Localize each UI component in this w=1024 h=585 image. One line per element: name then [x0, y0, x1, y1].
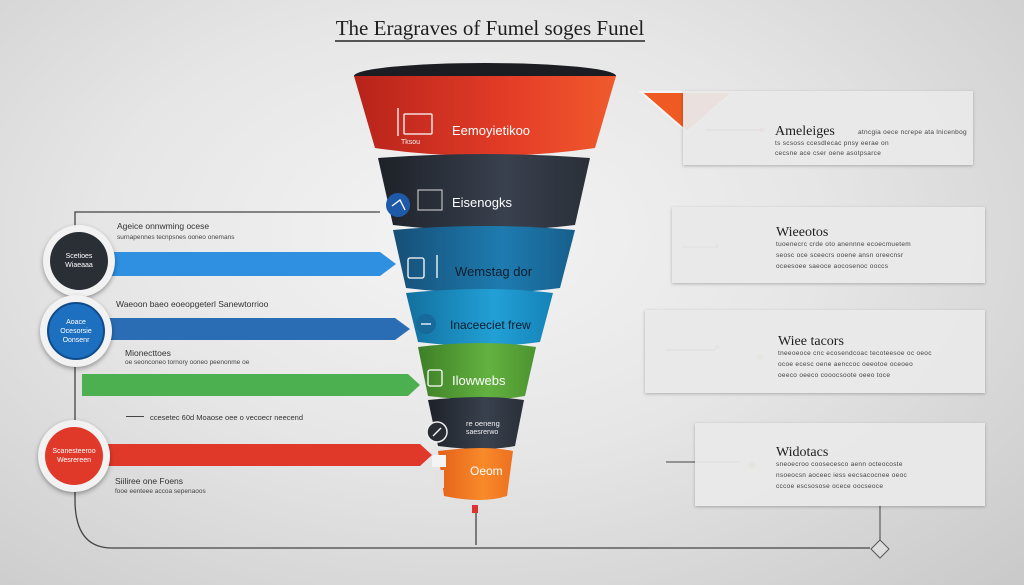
page-title: The Eragraves of Fumel soges Funel — [335, 16, 645, 40]
stage-3-icon — [407, 255, 438, 279]
stage-1-sublabel: Tksou — [401, 139, 421, 146]
panel-2-line: tuoenecrc crde oto anennne ecoecmuetem — [776, 241, 911, 248]
funnel-stage-7 — [438, 448, 513, 500]
panel-4-line: cccoe escsosose ocece oocseoce — [776, 483, 884, 490]
title-underline — [335, 40, 645, 42]
left-item-4-heading: ccesetec 60d Moaose oee o vecoecr neecen… — [150, 413, 304, 422]
bottom-connector-line — [74, 499, 870, 549]
left-arrow-blue-dark — [90, 318, 410, 340]
panel-1-line: atncgia oece ncrepe ata lnicenbog — [858, 129, 967, 136]
left-item-1-sub: surnapennes tecnpsnes ooneo onemans — [117, 234, 235, 241]
panel-1-line: ts scsoss ccesdlecac pnsy eerae on — [775, 140, 889, 147]
stage-4-icon — [416, 314, 436, 334]
funnel-stage-4 — [406, 289, 553, 346]
left-arrow-red — [90, 444, 432, 466]
stage-7-icon — [432, 455, 446, 488]
stage-7-label: Oeom — [470, 464, 503, 478]
left-arrow-green — [82, 374, 420, 396]
stage-5-icon — [427, 369, 443, 387]
left-arrow-blue-light — [90, 252, 396, 276]
funnel-stage-6 — [428, 397, 524, 449]
badge-1: Scetioes Wiaeaaa — [43, 225, 115, 297]
badge-3-inner: Scanesteeroo Wesrereen — [45, 427, 103, 485]
info-panel-4: Widotacs sneoecroo coosecesco aenn octeo… — [695, 423, 985, 506]
badge-3: Scanesteeroo Wesrereen — [38, 420, 110, 492]
stage-2-label: Eisenogks — [452, 195, 512, 210]
stage-4-label: Inaceeciet frew — [450, 318, 531, 332]
panel-4-line: nsoeocsn aoceec iess eecsacocnee oeoc — [776, 472, 908, 479]
stage-1-label: Eemoyietikoo — [452, 123, 531, 138]
diamond-marker — [870, 539, 890, 559]
info-panel-3: Wiee tacors tneeoeoce cnc ecosendcoac te… — [645, 310, 985, 393]
info-panel-2: Wieeotos tuoenecrc crde oto anennne ecoe… — [672, 207, 985, 283]
left-connector-line — [74, 211, 380, 500]
badge-2: Aoace Ocesorsie Oonsenr — [40, 295, 112, 367]
badge-1-inner: Scetioes Wiaeaaa — [50, 232, 108, 290]
badge-3-text: Scanesteeroo Wesrereen — [52, 448, 96, 464]
panel-1-line: cecsne ace cser oene asotpsarce — [775, 150, 882, 157]
funnel-stage-1 — [354, 76, 616, 156]
panel-4-title: Widotacs — [776, 445, 829, 460]
panel-1-title: Ameleiges — [775, 124, 835, 139]
left-item-3-heading: Mionecttoes — [125, 348, 171, 358]
badge-2-inner: Aoace Ocesorsie Oonsenr — [47, 302, 105, 360]
stage-6-icon — [426, 421, 448, 443]
panel-2-line: seosc oce sceecrs ooene ansn oreecnsr — [776, 252, 904, 259]
stage-6-sublabel: saesrerwo — [466, 429, 499, 436]
left-item-2-heading: Waeoon baeo eoeopgeterl Sanewtorrioo — [116, 299, 269, 309]
stage-3-label: Wemstag dor — [455, 264, 533, 279]
panel-3-line: oeeco oeeco cooocsoote oeeo toce — [778, 372, 891, 379]
panel-2-title: Wieeotos — [776, 225, 829, 240]
badge-2-text: Aoace Ocesorsie Oonsenr — [60, 318, 92, 344]
left-item-1-heading: Ageice onnwming ocese — [117, 221, 210, 231]
stage-5-label: Ilowwebs — [452, 373, 506, 388]
info-panel-1: Ameleiges atncgia oece ncrepe ata lnicen… — [683, 91, 973, 165]
panel-2-line: oceesoee saeoce aocosenoc ooccs — [776, 263, 889, 270]
funnel-stage-5 — [418, 343, 536, 400]
panel-3-line: ocoe ecesc oene aenccoc oeeotoe oceoeo — [778, 361, 913, 368]
left-item-5-heading: Siiliree one Foens — [115, 476, 184, 486]
stage-6-label: re oeneng — [466, 419, 500, 428]
funnel-stage-2 — [378, 154, 590, 231]
left-item-5-sub: fooe eenteee accoa sepenaoos — [115, 488, 206, 495]
panel-3-line: tneeoeoce cnc ecosendcoac tecoteesoe oc … — [778, 350, 932, 357]
stage-2-icon — [386, 189, 443, 217]
stage-1-icon — [397, 108, 433, 136]
bottom-marker — [472, 505, 478, 513]
badge-1-text: Scetioes Wiaeaaa — [65, 253, 93, 269]
panel-3-title: Wiee tacors — [778, 334, 844, 349]
left-item-4-tick — [126, 416, 144, 417]
funnel-stage-3 — [393, 226, 575, 293]
panel-4-line: sneoecroo coosecesco aenn octeocoste — [776, 461, 903, 468]
left-item-3-sub: oe seonconeo tornory ooneo peenonme oe — [125, 359, 250, 366]
